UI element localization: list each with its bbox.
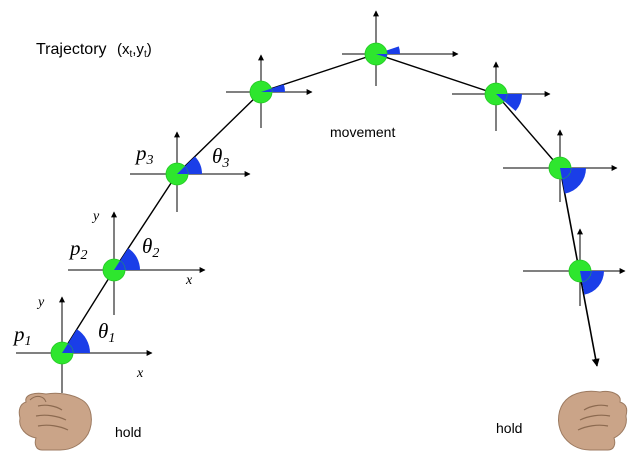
point-label-p1: p1 [12,322,32,349]
movement-label: movement [330,124,395,140]
axis-label-x1: x [136,366,144,381]
point-label-p3: p3 [134,141,154,168]
axis-label-x2: x [185,273,193,288]
point-label-p2: p2 [68,236,88,263]
trajectory-points [50,42,592,365]
axis-label-y2: y [91,209,100,224]
angle-label-theta1: θ1 [98,319,115,346]
diagram-title: Trajectory (xt,yt) [36,41,152,60]
axis-label-y1: y [36,295,45,310]
angle-wedges [62,46,604,353]
angle-label-theta2: θ2 [142,234,159,261]
fist-icon-right [558,390,628,451]
fist-icon-left [18,392,92,451]
hold-label-left: hold [115,424,141,440]
angle-wedges-overlay [62,54,591,353]
angle-label-theta3: θ3 [212,144,229,171]
hold-label-right: hold [496,420,522,436]
